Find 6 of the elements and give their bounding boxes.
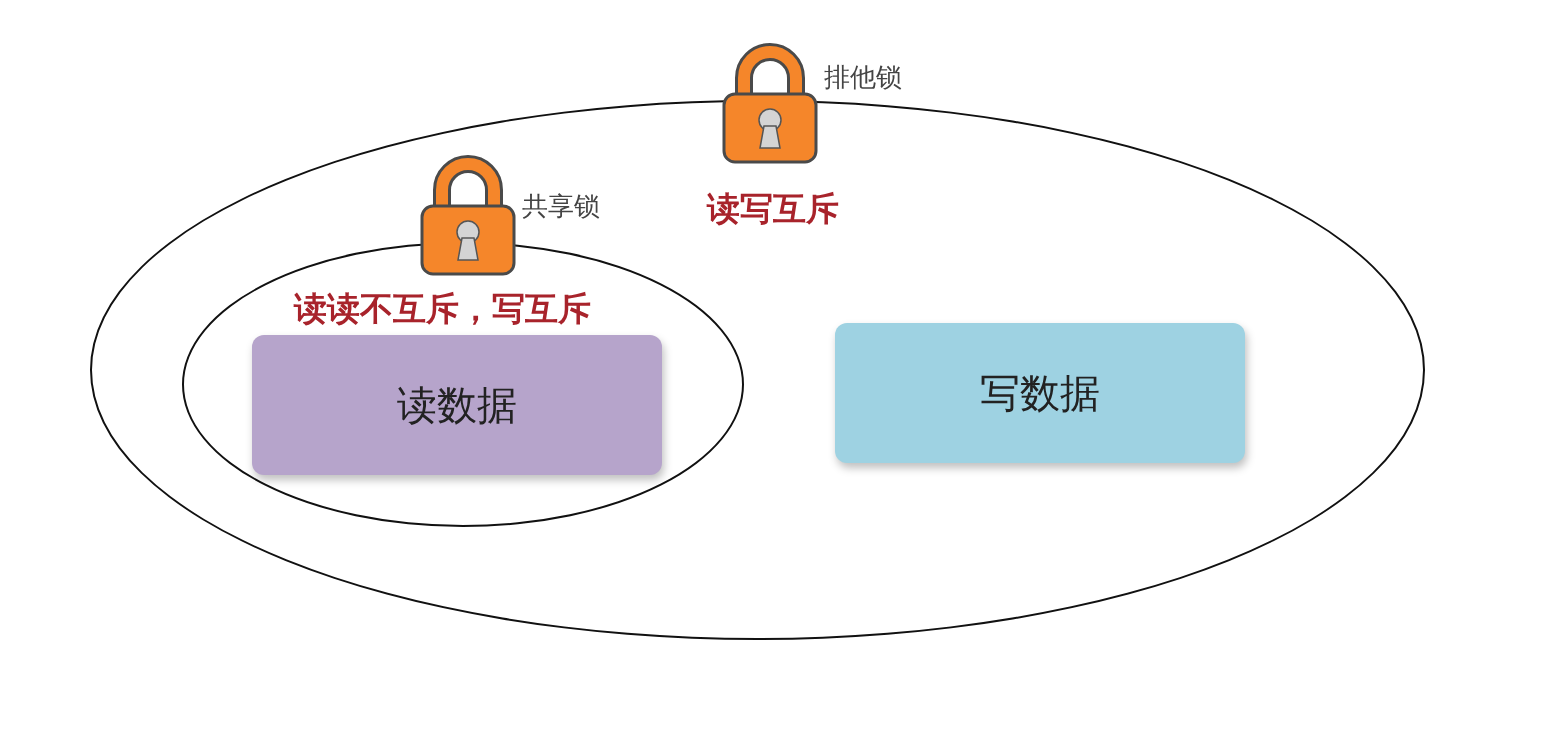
rule-label: 读写互斥 — [707, 188, 839, 230]
data-box: 读数据 — [252, 335, 662, 475]
data-box: 写数据 — [835, 323, 1245, 463]
lock-label: 共享锁 — [522, 190, 600, 223]
rule-label: 读读不互斥，写互斥 — [294, 288, 591, 330]
lock-label: 排他锁 — [824, 61, 902, 94]
